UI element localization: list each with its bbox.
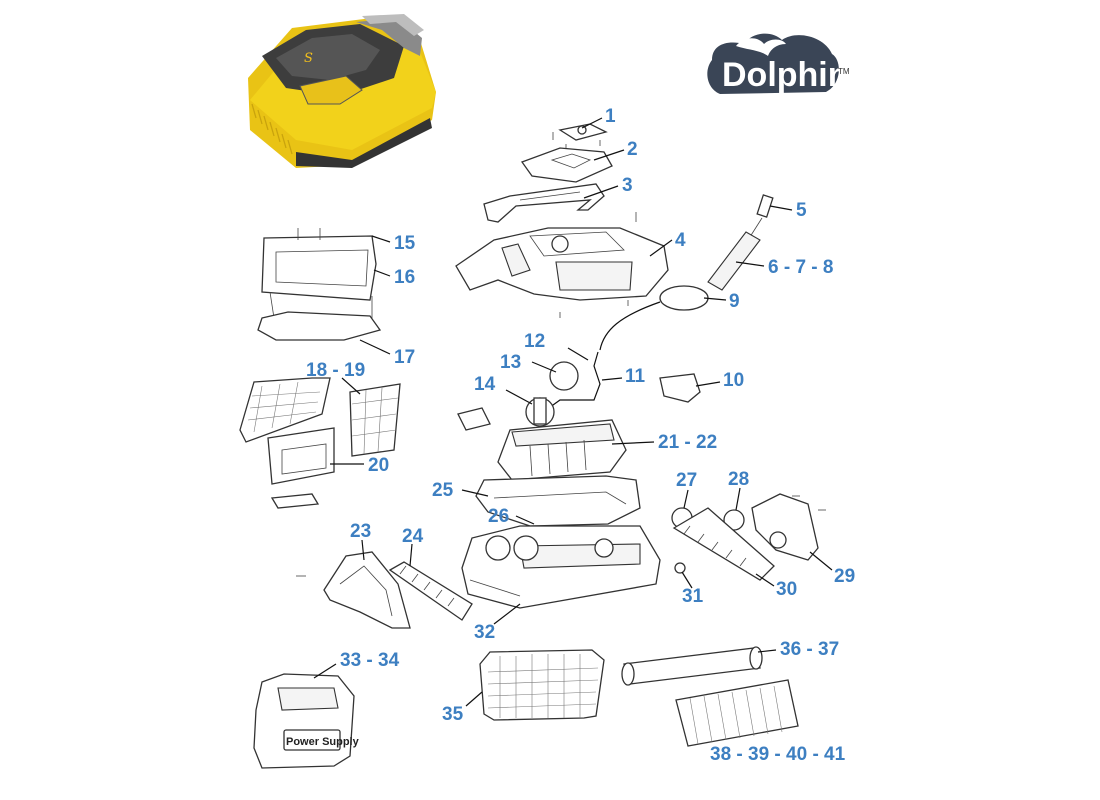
part-handle-drawing: [483, 183, 605, 223]
part-top-disc-drawing: [520, 147, 613, 183]
callout-26: 26: [488, 506, 509, 527]
callout-16: 16: [394, 267, 415, 288]
part-brush-roller-drawing: [621, 646, 763, 686]
part-filter-panels-drawing: [239, 377, 401, 509]
callout-24: 24: [402, 526, 424, 547]
callout-28: 28: [728, 469, 749, 490]
part-right-drive-drawing: [671, 493, 826, 581]
part-power-supply-drawing: Power Supply: [253, 673, 360, 769]
callout-29: 29: [834, 566, 855, 587]
callout-25: 25: [432, 480, 454, 501]
callout-1: 1: [605, 106, 616, 127]
callout-4: 4: [675, 230, 686, 251]
callout-14: 14: [474, 374, 496, 395]
part-motor-cable-drawing: [525, 351, 601, 427]
part-filter-frame-drawing: [257, 228, 382, 341]
part-side-block-drawing: [659, 373, 701, 403]
callout-10: 10: [723, 370, 744, 391]
callout-31: 31: [682, 586, 704, 607]
callout-5: 5: [796, 200, 807, 221]
part-top-cap-drawing: [552, 123, 608, 150]
callout-9: 9: [729, 291, 740, 312]
callout-3: 3: [622, 175, 633, 196]
leader-lines: [313, 117, 833, 707]
callout-17: 17: [394, 347, 415, 368]
callout-36-37: 36 - 37: [780, 639, 839, 660]
callout-18-19: 18 - 19: [306, 360, 365, 381]
robot-badge-text: S: [304, 51, 313, 66]
part-top-cover-drawing: [455, 212, 669, 318]
callout-30: 30: [776, 579, 797, 600]
part-brush-drawing: [675, 679, 799, 747]
callout-38-39-40-41: 38 - 39 - 40 - 41: [710, 744, 846, 765]
dolphin-logo-text: Dolphin: [722, 56, 849, 94]
part-chassis-plate-drawing: [475, 475, 641, 527]
part-left-side-track-drawing: [296, 551, 473, 629]
part-number-callouts: 1 2 3 4 5 6 - 7 - 8 9 10 11 12 13 14 15 …: [306, 106, 855, 765]
part-main-body-drawing: [461, 525, 661, 609]
dolphin-logo: Dolphin TM: [707, 33, 850, 94]
callout-32: 32: [474, 622, 495, 643]
callout-21-22: 21 - 22: [658, 432, 717, 453]
callout-33-34: 33 - 34: [340, 650, 400, 671]
callout-35: 35: [442, 704, 464, 725]
part-filter-basket-drawing: [479, 649, 605, 721]
robot-product-photo: S: [248, 14, 436, 168]
part-motor-unit-drawing: [457, 407, 627, 481]
callout-6-7-8: 6 - 7 - 8: [768, 257, 833, 278]
callout-20: 20: [368, 455, 389, 476]
callout-27: 27: [676, 470, 697, 491]
dolphin-trademark: TM: [838, 67, 850, 76]
callout-23: 23: [350, 521, 371, 542]
callout-11: 11: [625, 366, 646, 387]
callout-12: 12: [524, 331, 545, 352]
power-supply-label: Power Supply: [286, 736, 360, 748]
callout-2: 2: [627, 139, 638, 160]
callout-15: 15: [394, 233, 416, 254]
callout-13: 13: [500, 352, 521, 373]
